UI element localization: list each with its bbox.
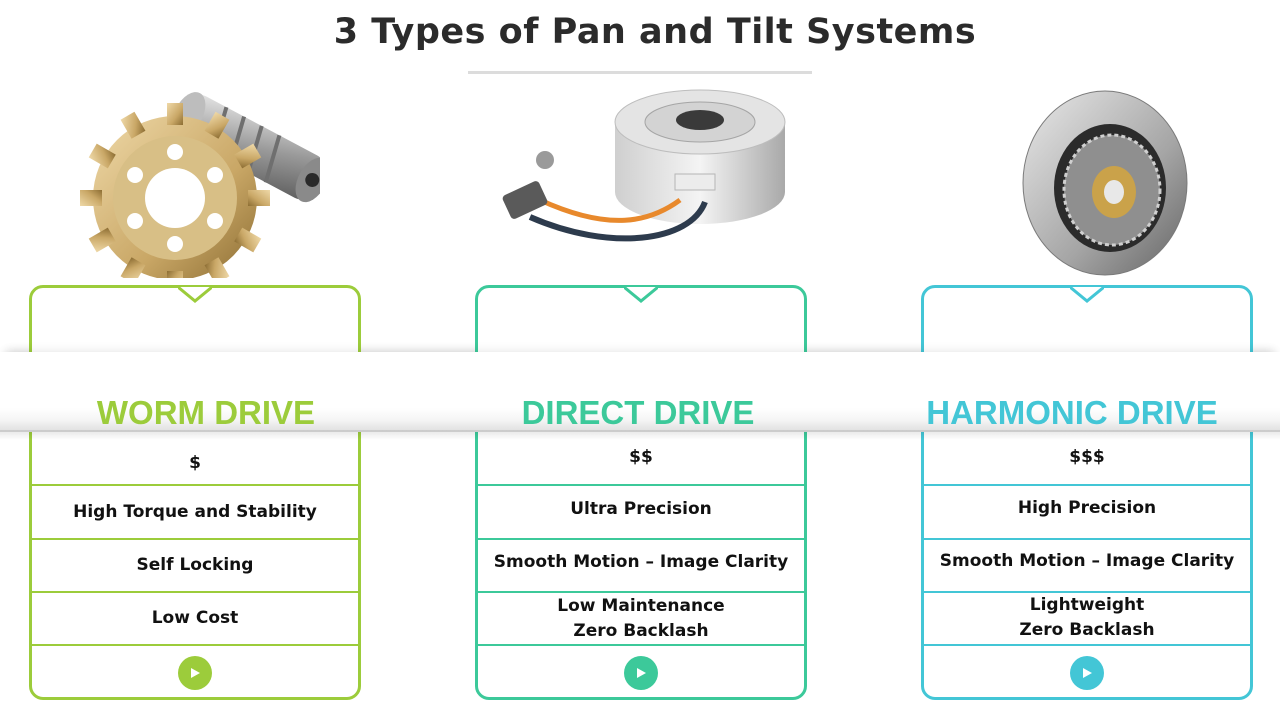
harmonic-drive-image <box>1022 90 1188 276</box>
harmonic-drive-rows: $$$ High Precision Smooth Motion – Image… <box>921 432 1253 700</box>
feature-row: High Precision <box>921 486 1253 530</box>
feature-label: Lightweight <box>1029 594 1145 615</box>
feature-label: Low Cost <box>151 608 239 628</box>
card-notch <box>624 285 658 303</box>
card-notch <box>1070 285 1104 303</box>
price: $$ <box>475 436 807 478</box>
direct-drive-rows: $$ Ultra Precision Smooth Motion – Image… <box>475 432 807 700</box>
play-icon <box>191 668 200 678</box>
divider <box>475 644 807 646</box>
divider <box>29 644 361 646</box>
feature-row: Ultra Precision <box>475 486 807 532</box>
direct-drive-motor-image <box>502 89 786 242</box>
page-title: 3 Types of Pan and Tilt Systems <box>333 12 977 52</box>
divider <box>475 591 807 593</box>
divider <box>921 591 1253 593</box>
divider <box>921 538 1253 540</box>
feature-row: Low Maintenance Zero Backlash <box>475 593 807 644</box>
price-label: $$ <box>629 446 653 467</box>
price-label: $ <box>189 452 201 473</box>
feature-label: Zero Backlash <box>573 620 709 641</box>
divider <box>29 538 361 540</box>
price-label: $$$ <box>1069 446 1105 467</box>
harmonic-drive-title: HARMONIC DRIVE <box>926 394 1218 431</box>
divider <box>29 484 361 486</box>
feature-label: Ultra Precision <box>570 498 712 519</box>
worm-drive-rows: $ High Torque and Stability Self Locking… <box>29 432 361 700</box>
divider <box>921 644 1253 646</box>
direct-drive-title: DIRECT DRIVE <box>521 394 755 431</box>
feature-label: Low Maintenance <box>557 595 725 616</box>
feature-row: Smooth Motion – Image Clarity <box>921 540 1253 582</box>
play-icon <box>1083 668 1092 678</box>
price: $ <box>29 442 361 484</box>
price: $$$ <box>921 436 1253 478</box>
feature-row: Low Cost <box>29 593 361 644</box>
feature-row: Lightweight Zero Backlash <box>921 593 1253 642</box>
feature-label: Zero Backlash <box>1019 619 1155 640</box>
divider <box>475 538 807 540</box>
divider <box>29 591 361 593</box>
feature-label: High Precision <box>1017 497 1157 518</box>
worm-drive-title: WORM DRIVE <box>96 394 316 431</box>
play-icon <box>637 668 646 678</box>
feature-label: Self Locking <box>136 555 254 575</box>
feature-row: Smooth Motion – Image Clarity <box>475 540 807 584</box>
title-band-overlay <box>0 352 1280 432</box>
title-underline <box>468 71 812 74</box>
feature-label: High Torque and Stability <box>73 501 317 522</box>
feature-label: Smooth Motion – Image Clarity <box>493 551 789 572</box>
card-notch <box>178 285 212 303</box>
feature-row: High Torque and Stability <box>29 486 361 538</box>
worm-gear-image <box>80 92 320 278</box>
play-button[interactable] <box>624 656 658 690</box>
feature-row: Self Locking <box>29 540 361 591</box>
divider <box>475 484 807 486</box>
divider <box>921 484 1253 486</box>
play-button[interactable] <box>178 656 212 690</box>
feature-label: Smooth Motion – Image Clarity <box>939 550 1235 571</box>
title-band-shadow <box>0 430 1280 440</box>
play-button[interactable] <box>1070 656 1104 690</box>
